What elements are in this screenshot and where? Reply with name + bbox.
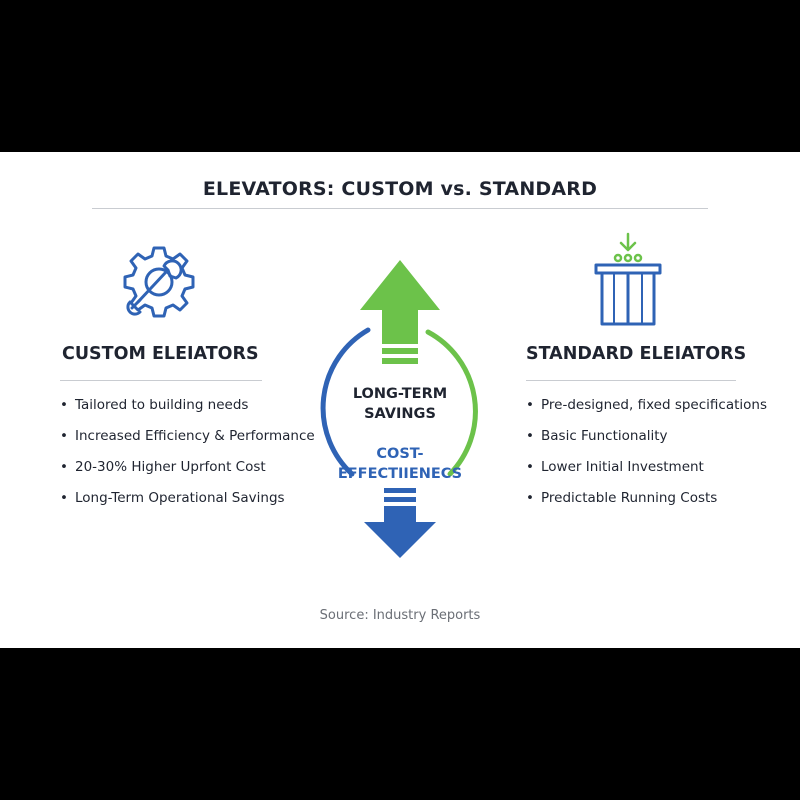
bullet-dot: • bbox=[60, 490, 68, 506]
bullet-text: Pre-designed, fixed specifications bbox=[541, 397, 767, 413]
bullet-text: 20-30% Higher Uprfont Cost bbox=[75, 459, 266, 475]
long-term-savings-line1: LONG-TERM bbox=[352, 386, 448, 402]
list-item: • Predictable Running Costs bbox=[526, 488, 767, 519]
bullet-text: Tailored to building needs bbox=[75, 397, 249, 413]
bullet-text: Long-Term Operational Savings bbox=[75, 490, 285, 506]
bullet-dot: • bbox=[526, 459, 534, 475]
gear-wrench-icon bbox=[123, 246, 195, 318]
bullet-dot: • bbox=[526, 490, 534, 506]
long-term-savings-label: LONG-TERM SAVINGS bbox=[320, 384, 480, 424]
standard-bullet-list: • Pre-designed, fixed specifications • Bas… bbox=[526, 395, 767, 519]
list-item: • Basic Functionality bbox=[526, 426, 767, 457]
standard-divider bbox=[526, 380, 736, 381]
bullet-text: Lower Initial Investment bbox=[541, 459, 704, 475]
arrow-up-icon bbox=[360, 260, 440, 364]
custom-divider bbox=[60, 380, 262, 381]
cost-effectiveness-line2: EFFECTIIENECS bbox=[337, 466, 463, 482]
title-divider bbox=[92, 208, 708, 209]
long-term-savings-line2: SAVINGS bbox=[364, 406, 436, 422]
cycle-arcs bbox=[320, 327, 478, 477]
custom-heading: CUSTOM ELEIATORS bbox=[62, 344, 259, 364]
standard-heading: STANDARD ELEIATORS bbox=[526, 344, 747, 364]
elevator-icon bbox=[594, 232, 662, 326]
bullet-text: Increased Efficiency & Performance bbox=[75, 428, 315, 444]
list-item: • Lower Initial Investment bbox=[526, 457, 767, 488]
list-item: • Pre-designed, fixed specifications bbox=[526, 395, 767, 426]
page-title: ELEVATORS: CUSTOM vs. STANDARD bbox=[202, 178, 598, 200]
blue-arc bbox=[320, 327, 371, 477]
bullet-dot: • bbox=[526, 428, 534, 444]
list-item: • 20-30% Higher Uprfont Cost bbox=[60, 457, 315, 488]
list-item: • Long-Term Operational Savings bbox=[60, 488, 315, 519]
bullet-dot: • bbox=[60, 428, 68, 444]
arrow-down-icon bbox=[364, 488, 436, 558]
bullet-dot: • bbox=[60, 459, 68, 475]
custom-bullet-list: • Tailored to building needs • Increased E… bbox=[60, 395, 315, 519]
bullet-dot: • bbox=[60, 397, 68, 413]
list-item: • Tailored to building needs bbox=[60, 395, 315, 426]
infographic-panel: ELEVATORS: CUSTOM vs. STANDARD CUSTOM EL… bbox=[0, 152, 800, 648]
green-arc bbox=[425, 329, 478, 477]
cost-effectiveness-label: COST- EFFECTIIENECS bbox=[320, 444, 480, 484]
source-note: Source: Industry Reports bbox=[319, 608, 481, 623]
cost-effectiveness-line1: COST- bbox=[376, 446, 424, 462]
bullet-text: Basic Functionality bbox=[541, 428, 668, 444]
list-item: • Increased Efficiency & Performance bbox=[60, 426, 315, 457]
bullet-dot: • bbox=[526, 397, 534, 413]
bullet-text: Predictable Running Costs bbox=[541, 490, 718, 506]
